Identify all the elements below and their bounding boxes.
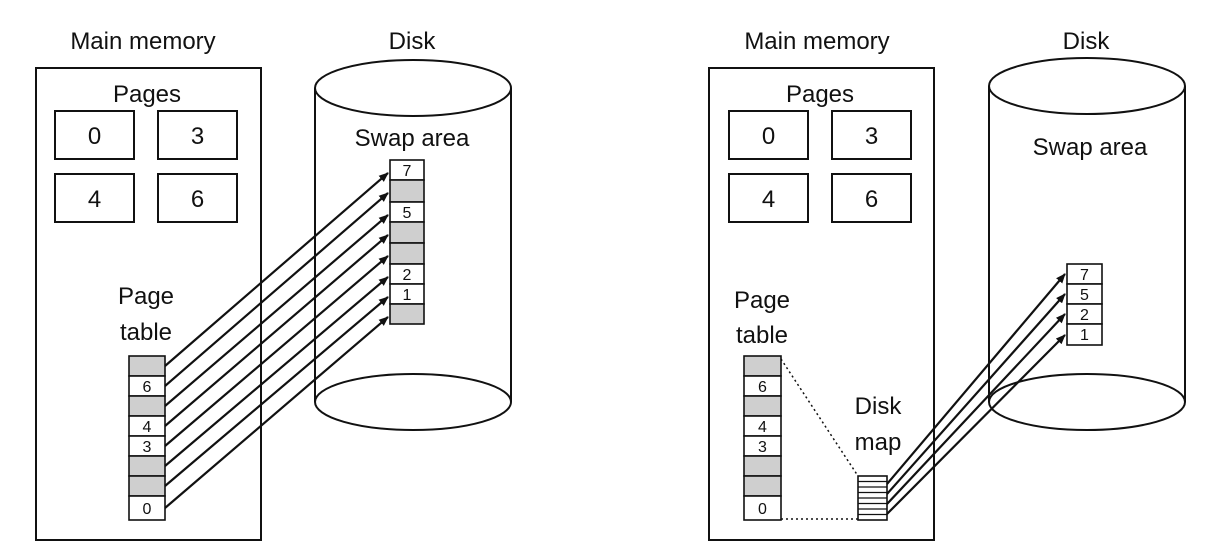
mapping-arrow bbox=[164, 296, 389, 487]
left-page-table-label-2: table bbox=[120, 319, 172, 346]
page-table-entry-label: 4 bbox=[758, 419, 767, 436]
page-table-entry-label: 0 bbox=[143, 501, 152, 518]
right-pages: 0 3 4 6 bbox=[728, 110, 912, 223]
left-swap-area-label: Swap area bbox=[355, 125, 470, 152]
left-page-table: 6 4 3 0 bbox=[128, 355, 166, 521]
page-table-entry-label: 3 bbox=[758, 439, 767, 456]
page-table-entry-empty bbox=[128, 355, 166, 377]
right-page-box bbox=[831, 110, 912, 160]
mapping-arrow bbox=[886, 334, 1066, 515]
swap-slot-label: 7 bbox=[403, 163, 412, 180]
left-mapping-arrows bbox=[164, 172, 389, 509]
swap-slot-label: 2 bbox=[403, 267, 412, 284]
swap-slot-label: 5 bbox=[403, 205, 412, 222]
left-page-label: 0 bbox=[88, 123, 101, 150]
left-page-box bbox=[54, 110, 135, 160]
mapping-arrow bbox=[164, 276, 389, 467]
right-page-box bbox=[728, 173, 809, 223]
disk-map-dotted-line bbox=[780, 358, 859, 477]
page-table-entry-empty bbox=[128, 395, 166, 417]
left-page-table-label-1: Page bbox=[118, 283, 174, 310]
mapping-arrow bbox=[886, 293, 1066, 495]
swap-slot-label: 1 bbox=[403, 287, 412, 304]
page-table-entry-empty bbox=[128, 455, 166, 477]
left-page-label: 3 bbox=[191, 123, 204, 150]
left-page-label: 4 bbox=[88, 186, 101, 213]
swap-slot-label: 7 bbox=[1080, 267, 1089, 284]
left-swap-area: 7 5 2 1 bbox=[389, 159, 425, 325]
left-pages-label: Pages bbox=[113, 81, 181, 108]
mapping-arrow bbox=[886, 313, 1066, 505]
disk-map-label-2: map bbox=[855, 429, 902, 456]
swap-slot-empty bbox=[389, 221, 425, 244]
right-memory-title: Main memory bbox=[744, 28, 889, 55]
page-table-entry-empty bbox=[128, 475, 166, 497]
left-page-box bbox=[54, 173, 135, 223]
mapping-arrow bbox=[164, 172, 389, 367]
left-page-box bbox=[157, 110, 238, 160]
swap-slot-empty bbox=[389, 242, 425, 265]
mapping-arrow bbox=[164, 234, 389, 427]
right-page-box bbox=[831, 173, 912, 223]
mapping-arrow bbox=[164, 316, 389, 509]
mapping-arrow bbox=[164, 214, 389, 407]
left-pages: 0 3 4 6 bbox=[54, 110, 238, 223]
right-page-table-label-2: table bbox=[736, 322, 788, 349]
right-page-label: 4 bbox=[762, 186, 775, 213]
page-table-entry-label: 0 bbox=[758, 501, 767, 518]
right-page-box bbox=[728, 110, 809, 160]
swap-slot-empty bbox=[389, 303, 425, 325]
swap-slot-empty bbox=[389, 179, 425, 203]
right-page-label: 6 bbox=[865, 186, 878, 213]
right-swap-area-label: Swap area bbox=[1033, 134, 1148, 161]
swap-slot-label: 1 bbox=[1080, 327, 1089, 344]
left-page-box bbox=[157, 173, 238, 223]
left-page-label: 6 bbox=[191, 186, 204, 213]
page-table-entry-empty bbox=[743, 455, 782, 477]
swap-slot-label: 2 bbox=[1080, 307, 1089, 324]
page-table-entry-empty bbox=[743, 395, 782, 417]
right-disk-cylinder bbox=[988, 57, 1186, 431]
mapping-arrow bbox=[164, 255, 389, 447]
swap-slot-label: 5 bbox=[1080, 287, 1089, 304]
page-table-entry-label: 6 bbox=[143, 379, 152, 396]
page-table-entry-label: 6 bbox=[758, 379, 767, 396]
swap-slot bbox=[1066, 323, 1103, 346]
disk-map-label-1: Disk bbox=[855, 393, 903, 420]
disk-map bbox=[857, 475, 888, 521]
page-table-entry-empty bbox=[743, 355, 782, 377]
right-page-table: 6 4 3 0 bbox=[743, 355, 782, 521]
page-table-entry bbox=[743, 495, 782, 521]
mapping-arrow bbox=[164, 192, 389, 387]
page-table-entry-label: 4 bbox=[143, 419, 152, 436]
right-mapping-arrows bbox=[886, 273, 1066, 515]
left-diagram: Main memory Disk Pages 0 3 4 6 Page tabl… bbox=[35, 28, 512, 541]
left-memory-title: Main memory bbox=[70, 28, 215, 55]
page-table-entry-empty bbox=[743, 475, 782, 497]
right-page-label: 0 bbox=[762, 123, 775, 150]
left-disk-title: Disk bbox=[389, 28, 437, 55]
page-table-entry-label: 3 bbox=[143, 439, 152, 456]
right-swap-area: 7 5 2 1 bbox=[1066, 263, 1103, 346]
right-pages-label: Pages bbox=[786, 81, 854, 108]
right-page-label: 3 bbox=[865, 123, 878, 150]
mapping-arrow bbox=[886, 273, 1066, 485]
right-diagram: Main memory Disk Pages 0 3 4 6 Page tabl… bbox=[708, 28, 1186, 541]
right-page-table-label-1: Page bbox=[734, 287, 790, 314]
right-disk-title: Disk bbox=[1063, 28, 1111, 55]
